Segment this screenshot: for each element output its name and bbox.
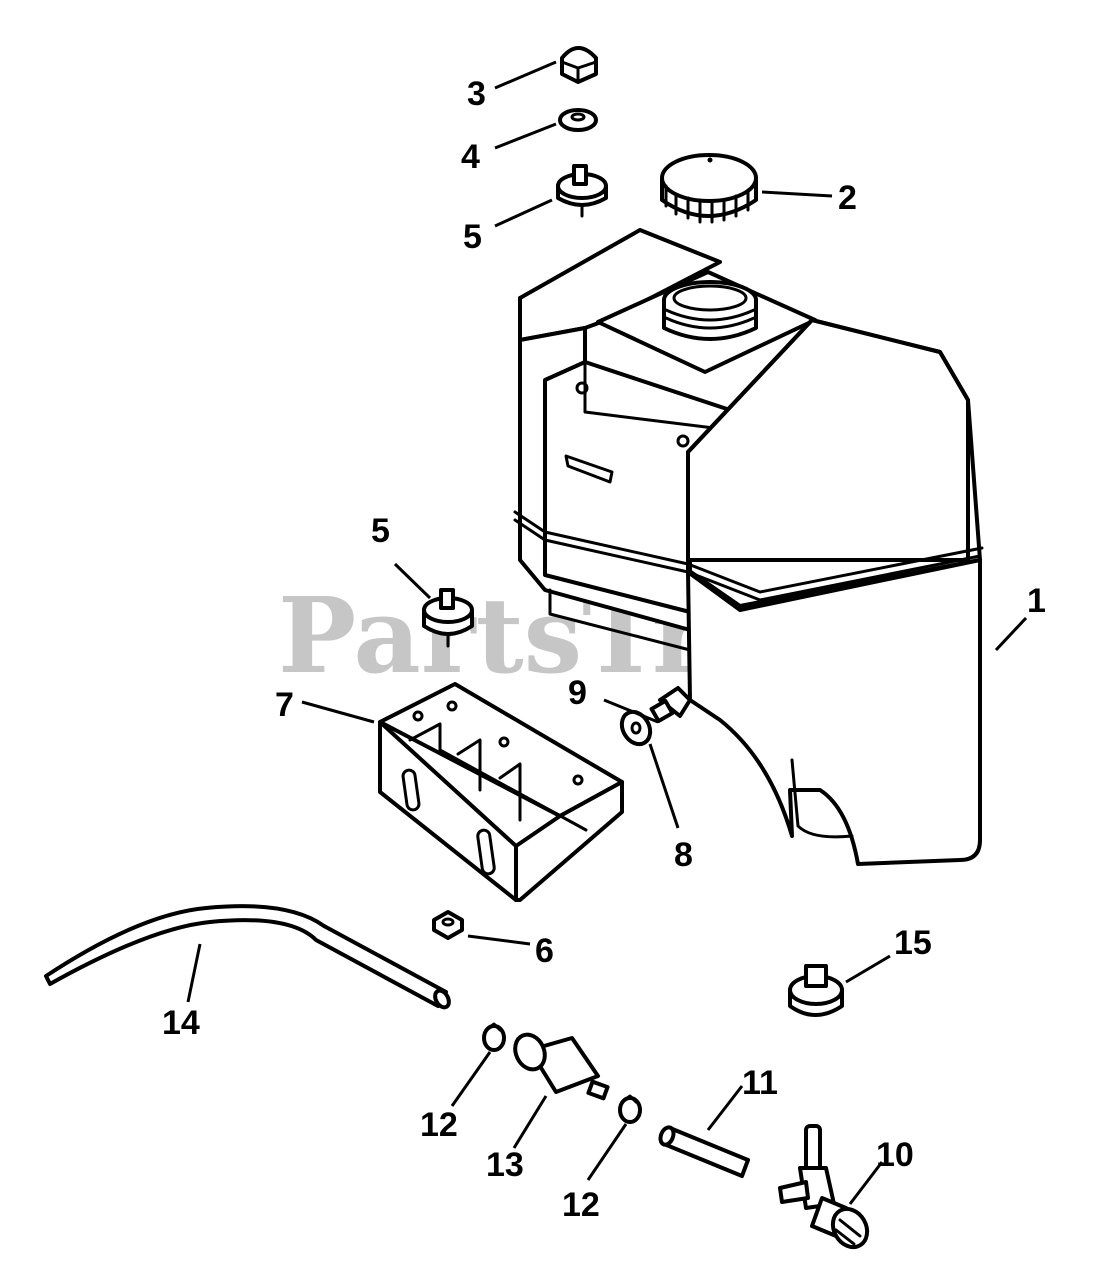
part-hose-clamp-a[interactable]: [482, 1022, 506, 1052]
part-fuel-cap[interactable]: [660, 153, 758, 224]
part-washer-small[interactable]: [558, 108, 598, 132]
part-hose-clamp-b[interactable]: [618, 1094, 642, 1124]
part-shutoff-valve[interactable]: [778, 1124, 874, 1253]
callout-12-left: 12: [420, 1106, 458, 1144]
callout-8: 8: [674, 836, 693, 874]
part-fuel-line-long[interactable]: [44, 904, 452, 1010]
callout-11: 11: [742, 1064, 778, 1102]
callout-4: 4: [461, 138, 480, 176]
part-hex-nut[interactable]: [432, 910, 464, 940]
part-fuel-line-short[interactable]: [658, 1125, 750, 1178]
callout-9: 9: [568, 674, 587, 712]
callout-7: 7: [275, 686, 294, 724]
part-grommet-stud-left[interactable]: [422, 588, 474, 648]
part-grommet-stud-top[interactable]: [556, 164, 608, 218]
callouts: 1 2 3 4 5 5 6 7 8 9 10 11 12 12 13 14 15: [162, 75, 1046, 1224]
part-fitting[interactable]: [649, 686, 692, 724]
callout-15: 15: [894, 924, 932, 962]
callout-14: 14: [162, 1004, 200, 1042]
part-fuel-filter[interactable]: [510, 1030, 610, 1101]
callout-5-top: 5: [463, 218, 482, 256]
callout-5-left: 5: [371, 512, 390, 550]
callout-2: 2: [838, 179, 857, 217]
callout-6: 6: [535, 932, 554, 970]
leader-lines: [186, 60, 1028, 1205]
part-fuel-tank[interactable]: [513, 228, 984, 866]
part-washer[interactable]: [616, 707, 656, 749]
part-acorn-nut[interactable]: [560, 46, 598, 84]
part-mounting-bracket[interactable]: [378, 682, 624, 902]
callout-12-right: 12: [562, 1186, 600, 1224]
callout-13: 13: [486, 1146, 524, 1184]
callout-3: 3: [467, 75, 486, 113]
callout-10: 10: [876, 1136, 914, 1174]
callout-1: 1: [1027, 582, 1046, 620]
part-grommet[interactable]: [788, 964, 844, 1017]
